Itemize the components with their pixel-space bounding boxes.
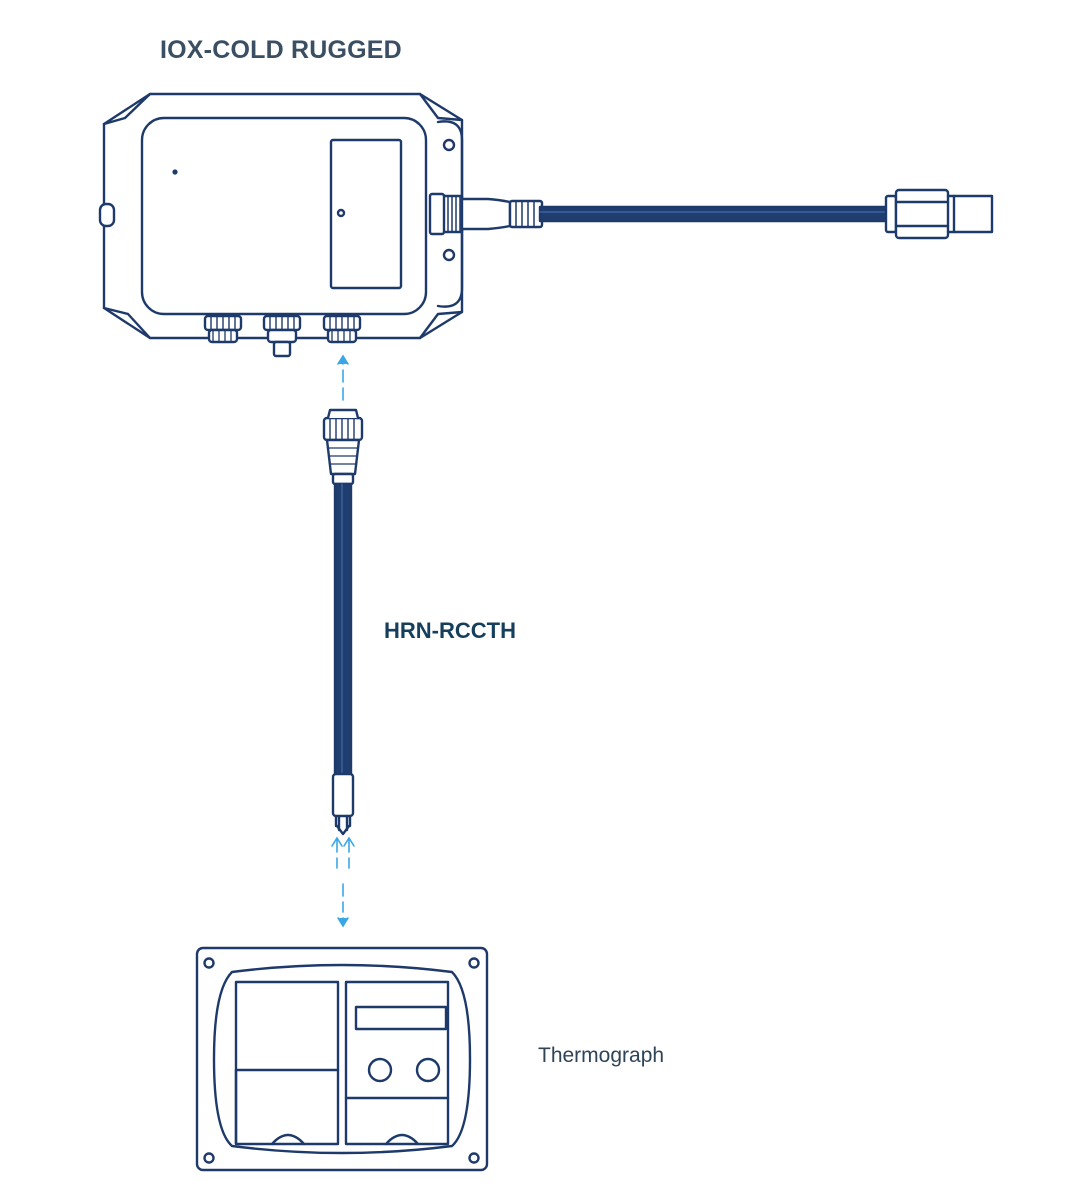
thermograph-label: Thermograph <box>538 1044 665 1067</box>
thermograph-icon <box>195 946 489 1172</box>
rj-plug-icon <box>322 408 364 486</box>
connector-plug-icon <box>538 188 994 240</box>
connection-arrows <box>331 354 355 928</box>
iox-device-icon <box>98 92 544 358</box>
device-title: IOX-COLD RUGGED <box>160 36 402 64</box>
ferrule-icon <box>331 772 355 836</box>
cable-label: HRN-RCCTH <box>384 618 516 643</box>
